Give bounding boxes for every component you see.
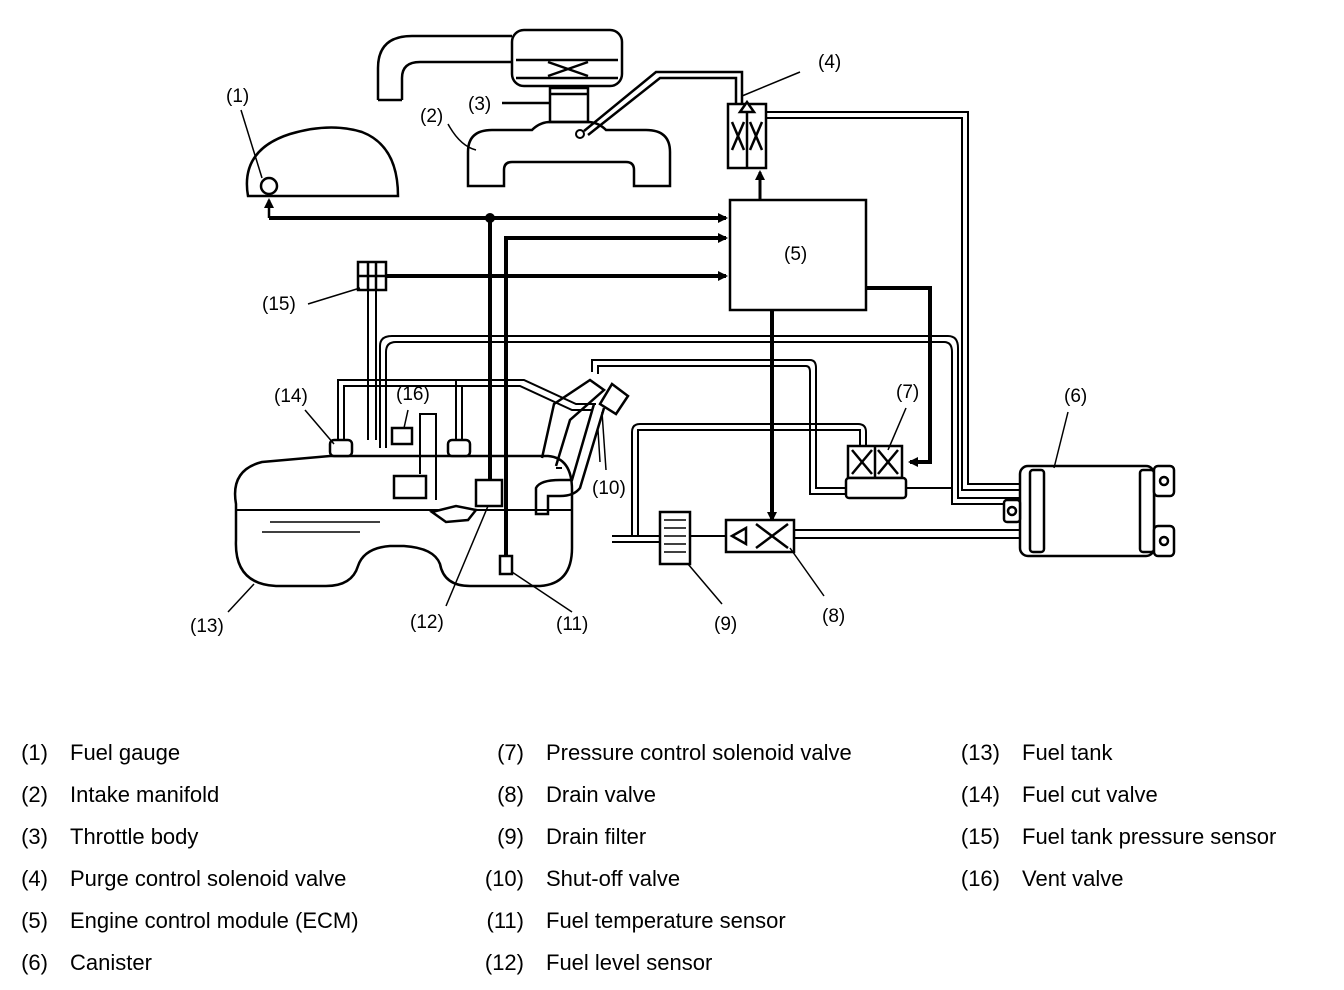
legend-num: (10) xyxy=(484,866,524,891)
callout-12: (12) xyxy=(410,612,444,633)
legend-text: Canister xyxy=(70,950,152,975)
vent-valve xyxy=(390,426,428,500)
legend-text: Fuel cut valve xyxy=(1022,782,1158,807)
legend-item: (10) Shut-off valve xyxy=(476,858,946,900)
legend-num: (1) xyxy=(21,740,48,765)
legend-item: (5) Engine control module (ECM) xyxy=(0,900,470,942)
legend-num: (7) xyxy=(497,740,524,765)
fuel-tank-pressure-sensor xyxy=(356,260,388,292)
fuel-gauge xyxy=(259,176,279,196)
fuel-level-sensor xyxy=(429,478,504,524)
legend-item: (9) Drain filter xyxy=(476,816,946,858)
air-cleaner xyxy=(510,28,624,88)
shut-off-valve xyxy=(534,378,630,516)
callout-13: (13) xyxy=(190,616,224,637)
legend-item: (11) Fuel temperature sensor xyxy=(476,900,946,942)
drain-valve xyxy=(724,518,796,554)
callout-10: (10) xyxy=(592,478,626,499)
legend-item: (14) Fuel cut valve xyxy=(952,774,1344,816)
legend-column-3: (13) Fuel tank (14) Fuel cut valve (15) Fue… xyxy=(952,732,1344,900)
legend-num: (6) xyxy=(21,950,48,975)
legend-num: (13) xyxy=(960,740,1000,765)
legend-text: Fuel tank xyxy=(1022,740,1113,765)
ecm-box xyxy=(728,198,868,312)
callout-3: (3) xyxy=(468,94,491,115)
legend-item: (3) Throttle body xyxy=(0,816,470,858)
legend-item: (7) Pressure control solenoid valve xyxy=(476,732,946,774)
callout-1: (1) xyxy=(226,86,249,107)
legend-num: (16) xyxy=(960,866,1000,891)
callout-4: (4) xyxy=(818,52,841,73)
callout-15: (15) xyxy=(262,294,296,315)
callout-7: (7) xyxy=(896,382,919,403)
legend-item: (6) Canister xyxy=(0,942,470,984)
legend-text: Fuel tank pressure sensor xyxy=(1022,824,1277,849)
fuel-tank xyxy=(233,454,574,588)
legend-column-2: (7) Pressure control solenoid valve (8) Dr… xyxy=(476,732,946,984)
legend-item: (2) Intake manifold xyxy=(0,774,470,816)
callout-14: (14) xyxy=(274,386,308,407)
drain-filter xyxy=(658,510,692,566)
canister xyxy=(1002,464,1176,558)
legend-num: (5) xyxy=(21,908,48,933)
callout-2: (2) xyxy=(420,106,443,127)
legend-item: (4) Purge control solenoid valve xyxy=(0,858,470,900)
fuel-gauge-meter xyxy=(245,126,400,198)
callout-11: (11) xyxy=(556,614,588,635)
legend-num: (2) xyxy=(21,782,48,807)
legend-text: Drain valve xyxy=(546,782,657,807)
legend-text: Engine control module (ECM) xyxy=(70,908,359,933)
callout-leaders xyxy=(227,71,1069,613)
legend-num: (12) xyxy=(484,950,524,975)
fuel-temperature-sensor xyxy=(498,554,514,576)
air-intake-duct xyxy=(376,34,512,102)
legend-item: (13) Fuel tank xyxy=(952,732,1344,774)
pressure-control-solenoid-valve xyxy=(844,444,908,500)
fuel-cut-valve xyxy=(328,438,472,458)
legend-text: Pressure control solenoid valve xyxy=(546,740,852,765)
legend-num: (4) xyxy=(21,866,48,891)
legend-item: (1) Fuel gauge xyxy=(0,732,470,774)
legend-item: (8) Drain valve xyxy=(476,774,946,816)
legend-item: (12) Fuel level sensor xyxy=(476,942,946,984)
legend-num: (11) xyxy=(486,908,525,933)
callout-6: (6) xyxy=(1064,386,1087,407)
throttle-body xyxy=(502,86,590,124)
intake-manifold xyxy=(466,120,672,188)
purge-control-solenoid-valve xyxy=(726,99,768,170)
legend-text: Shut-off valve xyxy=(546,866,681,891)
callout-5: (5) xyxy=(784,244,807,265)
evap-system-diagram: (5) xyxy=(190,28,1176,637)
legend-text: Drain filter xyxy=(546,824,647,849)
callout-8: (8) xyxy=(822,606,845,627)
callout-16: (16) xyxy=(396,384,430,405)
legend-num: (9) xyxy=(497,824,524,849)
legend-num: (8) xyxy=(497,782,524,807)
legend-text: Throttle body xyxy=(70,824,199,849)
legend-text: Purge control solenoid valve xyxy=(70,866,347,891)
legend-num: (14) xyxy=(960,782,1000,807)
signal-wires xyxy=(269,213,932,572)
legend-num: (15) xyxy=(960,824,1000,849)
legend-num: (3) xyxy=(21,824,48,849)
legend-text: Intake manifold xyxy=(70,782,220,807)
legend-text: Fuel level sensor xyxy=(546,950,713,975)
legend-item: (16) Vent valve xyxy=(952,858,1344,900)
legend-text: Fuel gauge xyxy=(70,740,181,765)
legend-text: Fuel temperature sensor xyxy=(546,908,786,933)
legend-column-1: (1) Fuel gauge (2) Intake manifold (3) Thro… xyxy=(0,732,470,984)
legend-item: (15) Fuel tank pressure sensor xyxy=(952,816,1344,858)
legend-text: Vent valve xyxy=(1022,866,1124,891)
callout-9: (9) xyxy=(714,614,737,635)
